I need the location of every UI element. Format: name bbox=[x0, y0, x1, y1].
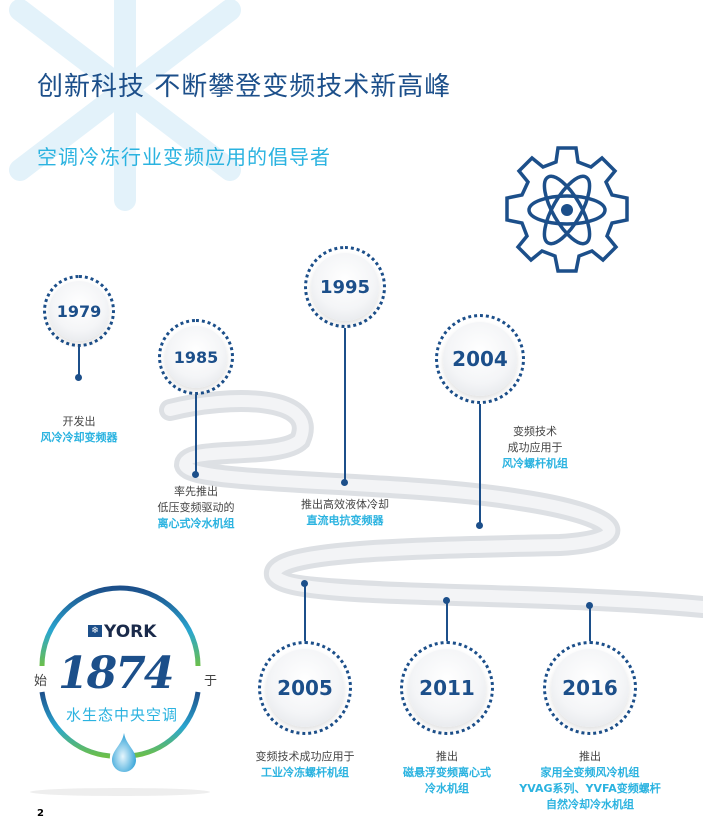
logo-right: 于 bbox=[204, 674, 218, 689]
label-highlight: 家用全变频风冷机组 bbox=[540, 766, 640, 779]
year-badge: 2016 bbox=[551, 649, 629, 727]
label-text: 推出 bbox=[436, 750, 458, 763]
brand-name: YORK bbox=[104, 622, 157, 642]
snowflake-icon: ❄ bbox=[88, 625, 102, 637]
label-text: 率先推出 bbox=[174, 485, 218, 498]
label-highlight: YVAG系列、YVFA变频螺杆 bbox=[519, 782, 661, 795]
logo-tagline: 水生态中央空调 bbox=[66, 706, 179, 724]
dotted-ring bbox=[435, 314, 525, 404]
york-1874-logo: ❄ YORK 1874 始 于 水生态中央空调 bbox=[0, 580, 240, 810]
gear-atom-icon bbox=[505, 146, 629, 273]
page-subtitle: 空调冷冻行业变频应用的倡导者 bbox=[37, 145, 331, 169]
page-title: 创新科技 不断攀登变频技术新高峰 bbox=[37, 72, 452, 102]
year-badge: 1979 bbox=[49, 281, 109, 341]
page-number: 2 bbox=[37, 808, 44, 819]
label-highlight: 风冷螺杆机组 bbox=[502, 457, 568, 470]
label-highlight: 自然冷却冷水机组 bbox=[546, 798, 634, 811]
label-highlight: 离心式冷水机组 bbox=[157, 517, 235, 530]
year-badge: 2004 bbox=[443, 322, 517, 396]
label-highlight: 冷水机组 bbox=[425, 782, 469, 795]
dotted-ring bbox=[43, 275, 115, 347]
label-text: 变频技术成功应用于 bbox=[255, 750, 355, 763]
year-badge: 1985 bbox=[165, 326, 227, 388]
dotted-ring bbox=[400, 641, 494, 735]
label-highlight: 磁悬浮变频离心式 bbox=[403, 766, 491, 779]
label-text: 低压变频驱动的 bbox=[157, 501, 235, 514]
dotted-ring bbox=[543, 641, 637, 735]
label-text: 成功应用于 bbox=[507, 441, 563, 454]
label-text: 推出 bbox=[579, 750, 601, 763]
dotted-ring bbox=[258, 641, 352, 735]
label-text: 推出高效液体冷却 bbox=[301, 498, 389, 511]
dotted-ring bbox=[158, 319, 234, 395]
label-text: 开发出 bbox=[62, 415, 96, 428]
year-badge: 1995 bbox=[311, 253, 379, 321]
year-badge: 2005 bbox=[266, 649, 344, 727]
year-badge: 2011 bbox=[408, 649, 486, 727]
label-highlight: 风冷冷却变频器 bbox=[40, 431, 118, 444]
logo-year: 1874 bbox=[58, 648, 174, 699]
label-highlight: 直流电抗变频器 bbox=[306, 514, 384, 527]
label-highlight: 工业冷冻螺杆机组 bbox=[261, 766, 349, 779]
label-text: 变频技术 bbox=[513, 425, 557, 438]
logo-left: 始 bbox=[34, 674, 48, 689]
dotted-ring bbox=[304, 246, 386, 328]
